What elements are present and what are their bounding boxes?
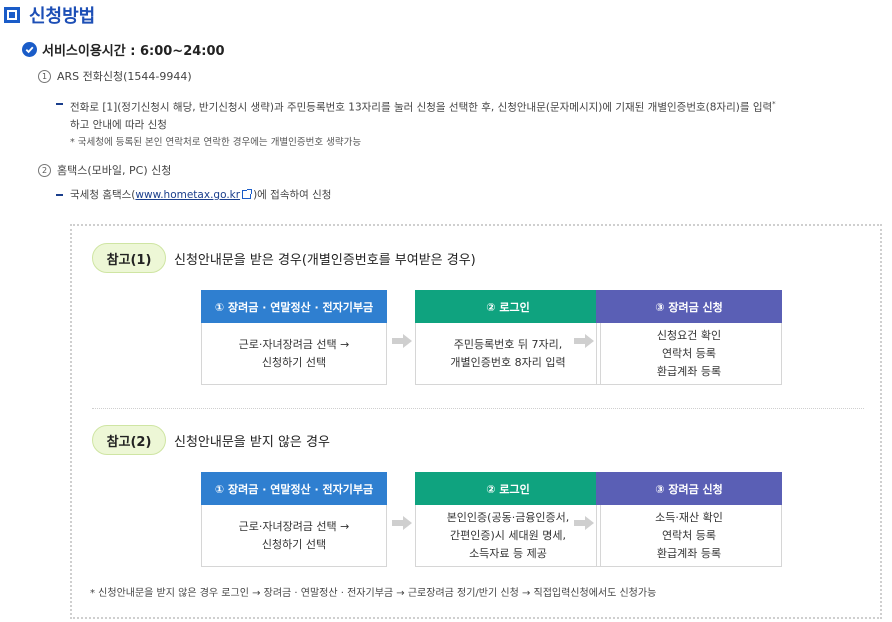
ref2-step-3-head: ③ 장려금 신청	[596, 472, 782, 505]
ref2-pill: 참고(2)	[92, 425, 166, 455]
ref1-step-2: ② 로그인 주민등록번호 뒤 7자리, 개별인증번호 8자리 입력	[415, 290, 601, 385]
hometax-desc-prefix: 국세청 홈택스(	[70, 189, 136, 201]
title-square-icon	[4, 7, 20, 23]
arrow-right-icon	[392, 516, 412, 530]
circle-number-1: 1	[38, 69, 51, 83]
method-ars: 1 ARS 전화신청(1544-9944)	[38, 68, 192, 84]
service-hours-text: 서비스이용시간 : 6:00~24:00	[42, 44, 225, 59]
ref1-step-1-body: 근로·자녀장려금 선택 → 신청하기 선택	[201, 323, 387, 385]
method-ars-description: 전화로 [1](정기신청시 해당, 반기신청시 생략)과 주민등록번호 13자리…	[56, 96, 776, 134]
circle-number-2: 2	[38, 163, 51, 177]
method-hometax: 2 홈택스(모바일, PC) 신청	[38, 162, 171, 178]
page-title: 신청방법	[4, 2, 95, 28]
ref1-step-1-head: ① 장려금 · 연말정산 · 전자기부금	[201, 290, 387, 323]
external-link-icon[interactable]	[242, 189, 253, 199]
ref2-step-3-body: 소득·재산 확인 연락처 등록 환급계좌 등록	[596, 505, 782, 567]
ref2-step-2: ② 로그인 본인인증(공동·금융인증서, 간편인증)시 세대원 명세, 소득자료…	[415, 472, 601, 567]
method-hometax-label: 홈택스(모바일, PC) 신청	[57, 164, 172, 177]
ref1-step-3: ③ 장려금 신청 신청요건 확인 연락처 등록 환급계좌 등록	[596, 290, 782, 385]
ref1-title: 신청안내문을 받은 경우(개별인증번호를 부여받은 경우)	[174, 252, 476, 268]
ars-note: * 국세청에 등록된 본인 연락처로 연락한 경우에는 개별인증번호 생략가능	[70, 137, 362, 148]
page-title-text: 신청방법	[29, 6, 96, 27]
ref1-header: 참고(1) 신청안내문을 받은 경우(개별인증번호를 부여받은 경우)	[92, 243, 476, 273]
ars-desc-mark: *	[772, 100, 776, 108]
ref2-step-2-head: ② 로그인	[415, 472, 601, 505]
ref2-header: 참고(2) 신청안내문을 받지 않은 경우	[92, 425, 330, 455]
ref1-step-3-body: 신청요건 확인 연락처 등록 환급계좌 등록	[596, 323, 782, 385]
ref1-step-3-head: ③ 장려금 신청	[596, 290, 782, 323]
method-ars-label: ARS 전화신청(1544-9944)	[57, 70, 192, 83]
dash-bullet-icon	[56, 194, 63, 196]
ref2-step-1-head: ① 장려금 · 연말정산 · 전자기부금	[201, 472, 387, 505]
ars-desc-line2: 하고 안내에 따라 신청	[70, 118, 167, 131]
check-circle-icon	[22, 42, 37, 57]
ref2-step-1-body: 근로·자녀장려금 선택 → 신청하기 선택	[201, 505, 387, 567]
reference-box: 참고(1) 신청안내문을 받은 경우(개별인증번호를 부여받은 경우) ① 장려…	[70, 224, 882, 619]
ref1-step-2-head: ② 로그인	[415, 290, 601, 323]
ref2-step-3: ③ 장려금 신청 소득·재산 확인 연락처 등록 환급계좌 등록	[596, 472, 782, 567]
arrow-right-icon	[574, 334, 594, 348]
service-hours: 서비스이용시간 : 6:00~24:00	[22, 40, 225, 59]
hometax-link[interactable]: www.hometax.go.kr	[135, 189, 241, 201]
method-hometax-description: 국세청 홈택스(www.hometax.go.kr )에 접속하여 신청	[56, 187, 331, 204]
ars-desc-line1: 전화로 [1](정기신청시 해당, 반기신청시 생략)과 주민등록번호 13자리…	[70, 101, 773, 114]
ref1-pill: 참고(1)	[92, 243, 166, 273]
hometax-desc-suffix: )에 접속하여 신청	[253, 189, 332, 201]
arrow-right-icon	[392, 334, 412, 348]
arrow-right-icon	[574, 516, 594, 530]
ref1-step-1: ① 장려금 · 연말정산 · 전자기부금 근로·자녀장려금 선택 → 신청하기 …	[201, 290, 387, 385]
ref2-step-2-body: 본인인증(공동·금융인증서, 간편인증)시 세대원 명세, 소득자료 등 제공	[415, 505, 601, 567]
section-divider	[92, 408, 864, 409]
ref1-step-2-body: 주민등록번호 뒤 7자리, 개별인증번호 8자리 입력	[415, 323, 601, 385]
ref2-step-1: ① 장려금 · 연말정산 · 전자기부금 근로·자녀장려금 선택 → 신청하기 …	[201, 472, 387, 567]
footer-note: * 신청안내문을 받지 않은 경우 로그인 → 장려금 · 연말정산 · 전자기…	[90, 588, 657, 599]
dash-bullet-icon	[56, 103, 63, 105]
ref2-title: 신청안내문을 받지 않은 경우	[174, 434, 330, 450]
